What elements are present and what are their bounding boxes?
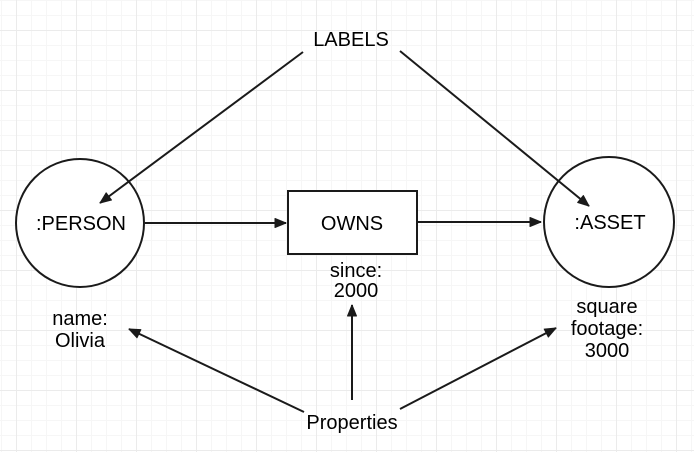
person-node[interactable]: [15, 158, 145, 288]
person-node-label: :PERSON: [36, 213, 126, 235]
owns-relationship-box[interactable]: [287, 190, 418, 255]
owns-property-line-2: 2000: [334, 280, 379, 302]
owns-relationship-label: OWNS: [321, 213, 383, 235]
properties-annotation: Properties: [306, 412, 397, 434]
asset-node[interactable]: [543, 156, 675, 288]
edge-labels-to-person[interactable]: [99, 51, 304, 204]
labels-annotation: LABELS: [313, 29, 389, 51]
edge-properties-to-person-property[interactable]: [128, 328, 305, 413]
asset-property-line-1: square: [576, 296, 637, 318]
asset-property-line-2: footage:: [571, 318, 643, 340]
person-property-line-2: Olivia: [55, 330, 106, 352]
person-property-line-1: name:: [52, 308, 108, 330]
asset-property-line-3: 3000: [585, 340, 630, 362]
asset-node-label: :ASSET: [574, 212, 645, 234]
edge-labels-to-asset[interactable]: [399, 50, 590, 207]
owns-property-line-1: since:: [330, 260, 382, 282]
edge-properties-to-asset-property[interactable]: [399, 327, 557, 410]
